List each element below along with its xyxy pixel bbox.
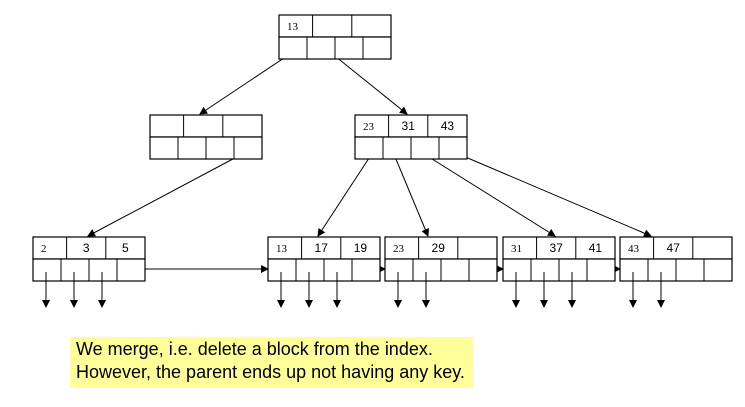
internal-node-left-key-row bbox=[149, 114, 263, 138]
note-line-1: We merge, i.e. delete a block from the i… bbox=[76, 339, 433, 359]
edge-right-to-leaf-2 bbox=[317, 151, 374, 237]
leaf-node-1-key-3: 5 bbox=[122, 241, 129, 255]
internal-node-right-key-3: 43 bbox=[441, 119, 455, 133]
leaf-node-1-key-2: 3 bbox=[83, 241, 90, 255]
leaf-node-3-key-1: 23 bbox=[393, 243, 405, 255]
root-node: 13 bbox=[278, 14, 392, 60]
leaf-node-5: 43 47 bbox=[619, 236, 733, 282]
internal-node-right: 23 31 43 bbox=[354, 114, 468, 160]
internal-node-right-key-2: 31 bbox=[402, 119, 416, 133]
leaf-node-2-key-1: 13 bbox=[276, 243, 288, 255]
leaf-node-5-key-2: 47 bbox=[667, 241, 681, 255]
leaf-node-4-key-1: 31 bbox=[511, 243, 522, 255]
leaf-node-2-key-3: 19 bbox=[354, 241, 368, 255]
leaf-node-1-key-1: 2 bbox=[41, 243, 47, 255]
explanation-note: We merge, i.e. delete a block from the i… bbox=[70, 337, 473, 388]
root-node-key-1: 13 bbox=[287, 21, 299, 33]
edge-right-to-leaf-5 bbox=[448, 149, 652, 237]
internal-node-left bbox=[149, 114, 263, 160]
edge-right-to-leaf-3 bbox=[392, 151, 429, 237]
record-pointers bbox=[42, 272, 665, 308]
internal-node-right-key-1: 23 bbox=[363, 121, 375, 133]
leaf-node-3: 23 29 bbox=[384, 236, 498, 282]
leaf-node-2-key-2: 17 bbox=[315, 241, 329, 255]
leaf-node-4-key-2: 37 bbox=[550, 241, 564, 255]
leaf-node-4: 31 37 41 bbox=[502, 236, 616, 282]
leaf-node-1: 2 3 5 bbox=[32, 236, 146, 282]
leaf-node-2: 13 17 19 bbox=[267, 236, 381, 282]
leaf-node-5-key-1: 43 bbox=[628, 243, 640, 255]
note-line-2: However, the parent ends up not having a… bbox=[76, 362, 465, 382]
leaf-node-4-key-3: 41 bbox=[589, 241, 603, 255]
leaf-node-3-key-2: 29 bbox=[432, 241, 446, 255]
edge-left-to-leaf-1 bbox=[87, 151, 247, 237]
edge-right-to-leaf-4 bbox=[420, 151, 556, 237]
